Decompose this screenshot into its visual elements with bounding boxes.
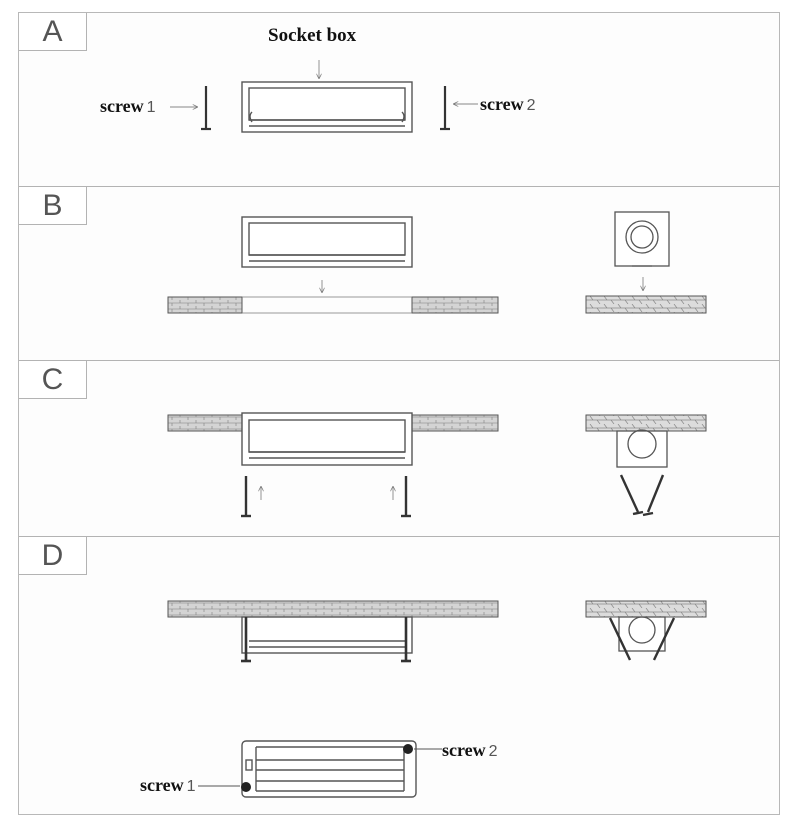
socket-box-a bbox=[241, 81, 413, 133]
socket-box-b bbox=[241, 216, 413, 268]
screw-2-head-d bbox=[403, 744, 413, 754]
socket-box-side-d bbox=[618, 616, 666, 652]
socket-box-side-c bbox=[616, 429, 668, 468]
screws-side-d bbox=[608, 617, 676, 661]
socket-box-c bbox=[241, 412, 413, 466]
screw-2-a bbox=[440, 86, 450, 131]
worktop-side-b bbox=[585, 295, 707, 314]
screw-1-a bbox=[201, 86, 211, 131]
worktop-c bbox=[167, 414, 499, 432]
section-divider bbox=[19, 186, 779, 187]
worktop-side-d bbox=[585, 600, 707, 618]
screws-side-c bbox=[619, 474, 665, 517]
worktop-side-c bbox=[585, 414, 707, 432]
section-divider bbox=[19, 536, 779, 537]
socket-box-bottom-view bbox=[241, 740, 417, 798]
worktop-cutout-b bbox=[167, 296, 499, 314]
screws-d bbox=[241, 617, 411, 663]
screws-c bbox=[241, 476, 411, 518]
socket-box-label: Socket box bbox=[268, 25, 357, 46]
step-tag-c: C bbox=[19, 361, 87, 399]
step-tag-d: D bbox=[19, 537, 87, 575]
worktop-d bbox=[167, 600, 499, 618]
section-divider bbox=[19, 360, 779, 361]
step-tag-a: A bbox=[19, 13, 87, 51]
socket-box-side-b bbox=[614, 211, 670, 267]
step-tag-b: B bbox=[19, 187, 87, 225]
socket-box-d bbox=[241, 616, 413, 654]
screw-1-head-d bbox=[241, 782, 251, 792]
